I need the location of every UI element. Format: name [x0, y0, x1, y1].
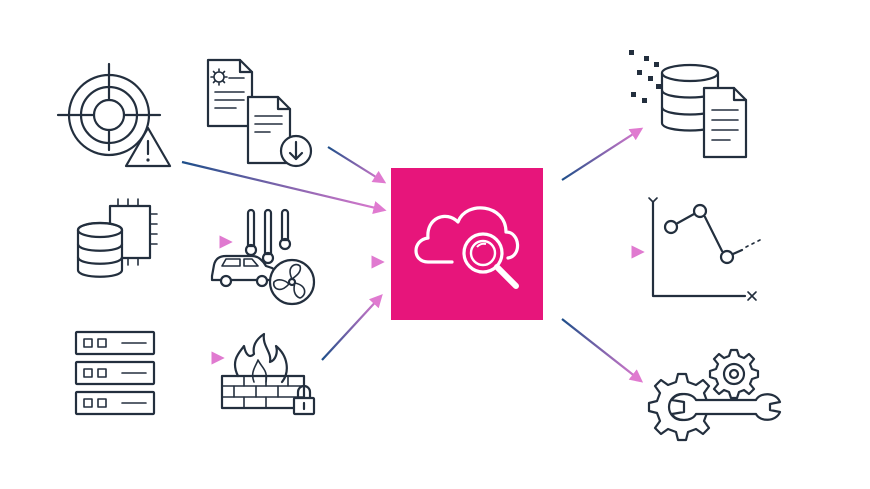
- connector-arrows: [163, 127, 645, 383]
- firewall-lock-icon: [220, 332, 316, 416]
- config-document-download-icon: [206, 58, 313, 168]
- arrow-target-to-hub: [181, 160, 387, 214]
- cloud-search-icon: [414, 206, 520, 289]
- hub-box: [391, 168, 543, 320]
- database-chip-icon: [76, 198, 158, 278]
- arrow-hub-to-gears: [561, 318, 644, 383]
- data-storage-document-icon: [629, 50, 748, 159]
- line-chart-icon: [648, 197, 761, 301]
- arrow-documents-to-hub: [327, 146, 387, 184]
- gears-wrench-icon: [647, 348, 782, 442]
- arrow-firewall-to-hub: [321, 294, 383, 361]
- target-alert-icon: [56, 62, 172, 168]
- arrow-hub-to-storage: [561, 127, 644, 181]
- iot-sensors-vehicle-fan-icon: [210, 208, 316, 306]
- server-rack-icon: [74, 330, 156, 416]
